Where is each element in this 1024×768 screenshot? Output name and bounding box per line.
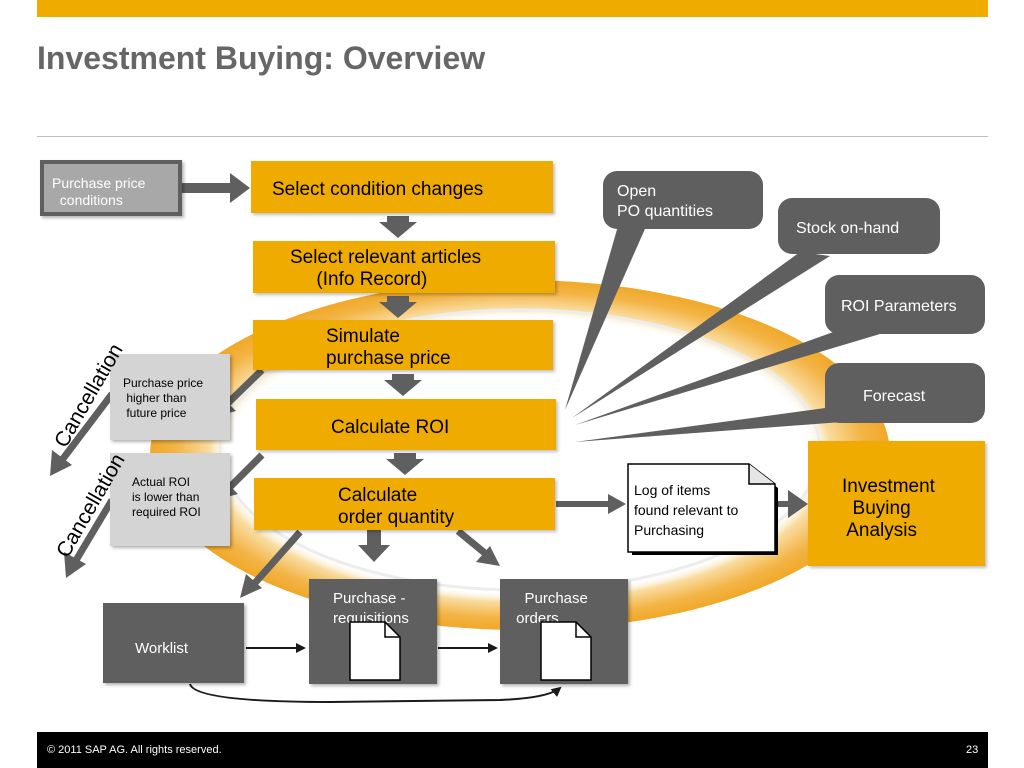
roi-params-callout-wedge [575,326,880,425]
step-calculate-roi-label: Calculate ROI [331,417,450,438]
worklist-label: Worklist [135,640,189,657]
roi-lower-condition-box: Actual ROI is lower than required ROI [110,453,230,546]
top-accent-bar [37,0,988,17]
title-divider [37,136,988,137]
step-calculate-roi: Calculate ROI [256,399,556,450]
step-select-relevant-articles-label: Select relevant articles (Info Record) [290,247,482,290]
step-calculate-order-quantity: Calculate order quantity [254,478,555,530]
down-arrow-1 [379,216,417,238]
cancellation-arrow-2 [71,498,116,564]
down-arrow-3 [384,374,422,396]
down-arrow-4 [386,453,424,475]
purchase-price-conditions-box: Purchase price conditions [40,160,182,216]
input-arrow [182,173,250,203]
log-document-shape [627,463,778,555]
requisitions-document-icon [349,621,401,681]
arrowhead-worklist [240,574,262,598]
orders-document-icon [540,621,592,681]
arrow-to-roi-lower [227,452,265,490]
investment-buying-analysis-box: Investment Buying Analysis [808,441,985,566]
step-select-condition-changes-label: Select condition changes [272,179,484,200]
arrow-to-worklist [251,529,303,587]
open-po-quantities-bubble: Open PO quantities [603,171,763,229]
roi-lower-condition-label: Actual ROI is lower than required ROI [132,475,201,519]
footer-bar [37,732,988,768]
arrow-to-price-higher [225,367,265,406]
open-po-callout-wedge [565,222,648,410]
stock-on-hand-label: Stock on-hand [796,220,900,237]
worklist-to-orders-curve [189,683,562,704]
step-simulate-purchase-price-label: Simulate purchase price [326,326,451,369]
arrow-to-requisitions [358,530,390,562]
log-document-label: Log of items found relevant to Purchasin… [634,482,739,538]
purchase-requisitions-box: Purchase - requisitions [309,579,437,684]
cancellation-arrowhead-1 [50,450,72,476]
arrowhead-log [608,494,626,514]
roi-parameters-label: ROI Parameters [841,298,957,315]
stock-on-hand-bubble: Stock on-hand [778,198,940,254]
step-calculate-order-quantity-label: Calculate order quantity [338,485,455,528]
forecast-label: Forecast [863,388,926,405]
purchase-price-conditions-label: Purchase price conditions [52,175,146,208]
roi-parameters-bubble: ROI Parameters [825,275,985,334]
arrowhead-orders [476,546,500,566]
arrow-to-orders [455,528,489,557]
page-number: 23 [966,744,979,756]
step-select-relevant-articles: Select relevant articles (Info Record) [253,241,555,293]
page-title: Investment Buying: Overview [37,40,486,76]
purchase-orders-box: Purchase orders [500,579,628,684]
worklist-box: Worklist [103,603,244,683]
forecast-bubble: Forecast [825,363,985,423]
price-higher-condition-box: Purchase price higher than future price [110,354,230,440]
down-arrow-2 [379,296,417,318]
stock-callout-wedge [572,252,830,418]
cancellation-arrow-1 [59,391,115,463]
step-simulate-purchase-price: Simulate purchase price [253,320,553,370]
step-select-condition-changes: Select condition changes [251,161,553,213]
cancellation-arrowhead-2 [64,552,86,578]
open-po-quantities-label: Open PO quantities [617,183,714,220]
price-higher-condition-label: Purchase price higher than future price [123,376,204,420]
forecast-callout-wedge [575,406,842,442]
arrowhead-analysis [788,490,808,518]
footer-copyright: © 2011 SAP AG. All rights reserved. [47,744,222,756]
investment-buying-analysis-label: Investment Buying Analysis [842,476,935,541]
log-document: Log of items found relevant to Purchasin… [627,463,779,556]
